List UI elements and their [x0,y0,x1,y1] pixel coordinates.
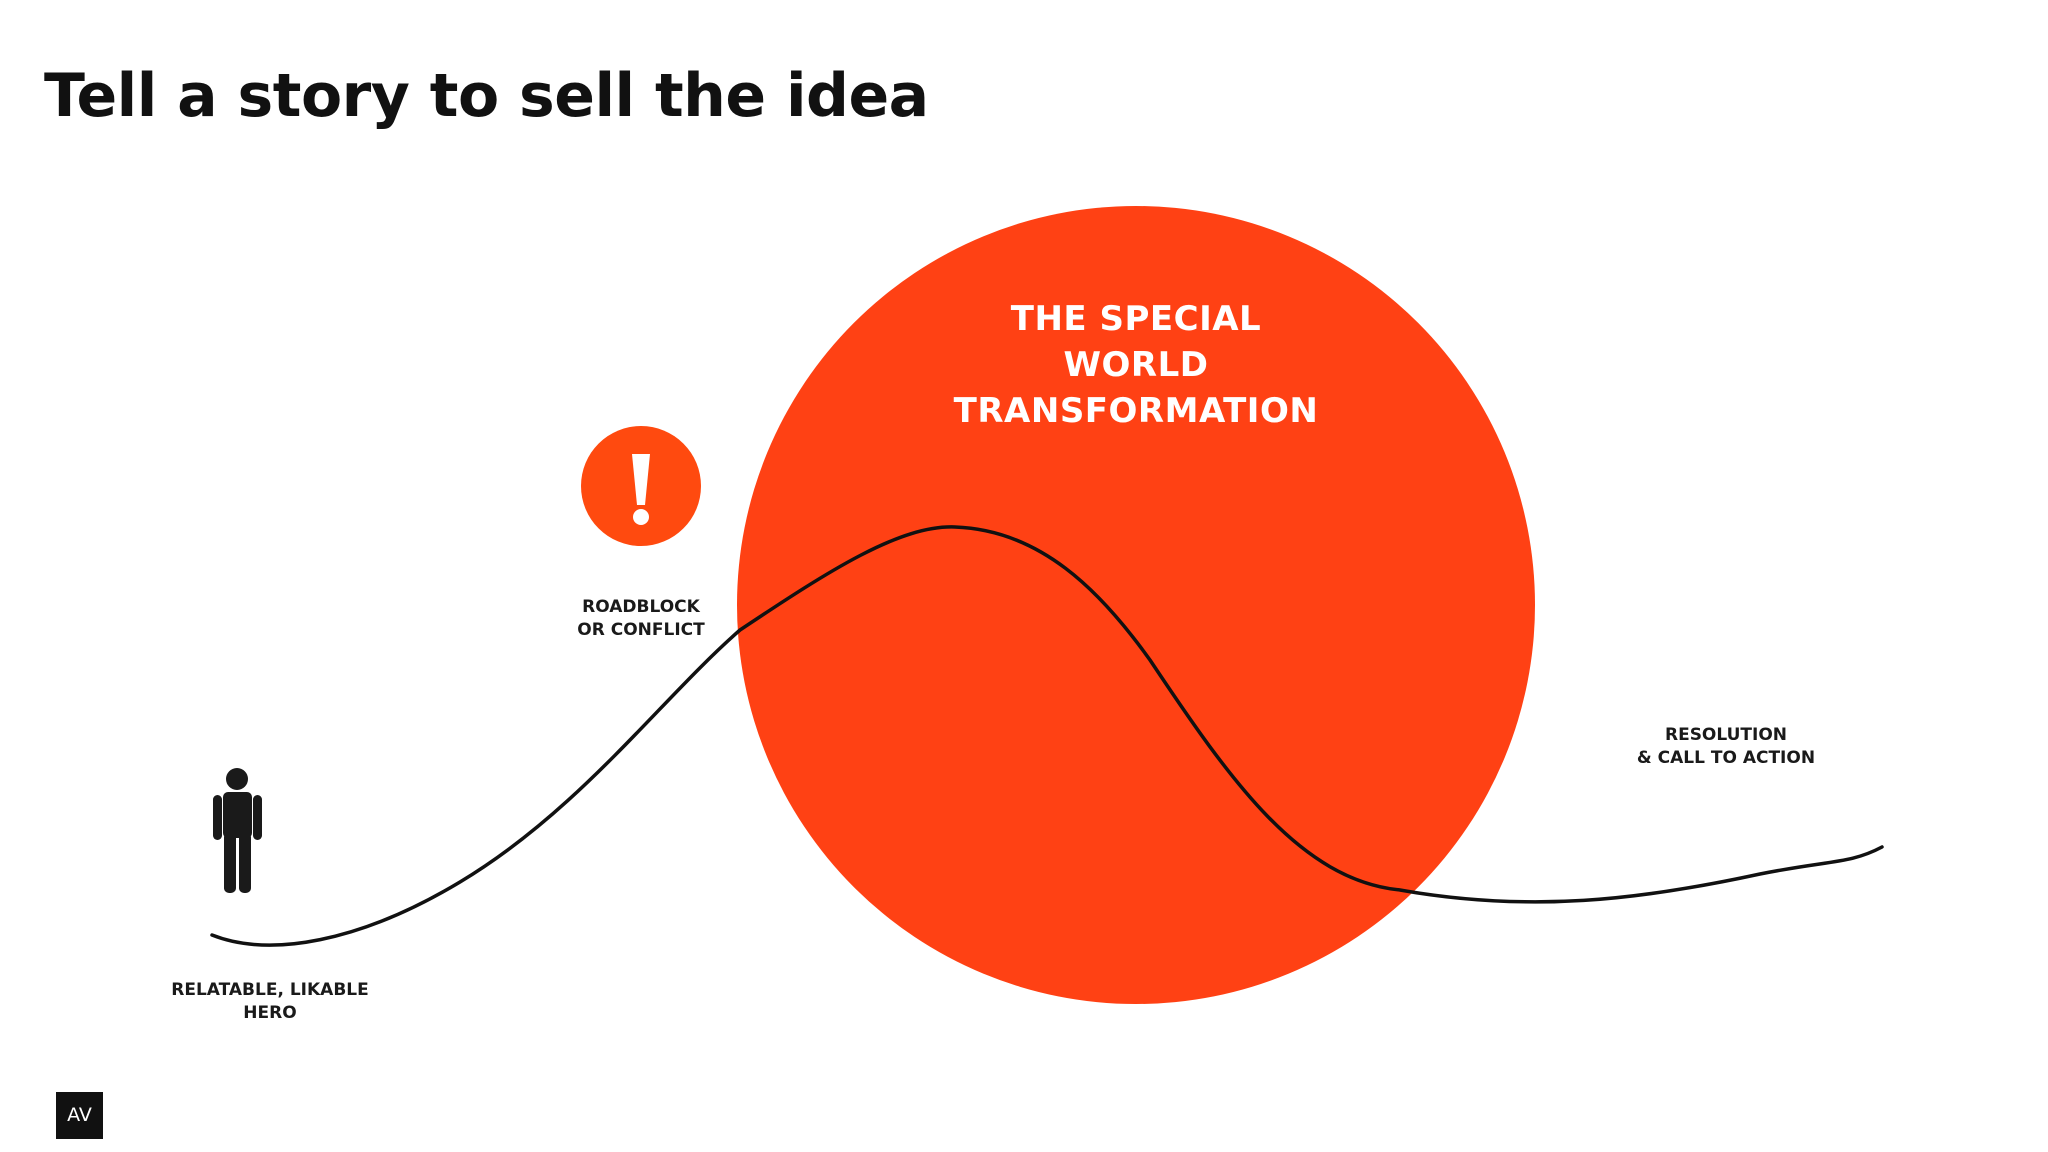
roadblock-label: ROADBLOCK OR CONFLICT [541,596,741,642]
special-world-circle [737,206,1535,1004]
resolution-label-line: RESOLUTION [1664,725,1788,745]
roadblock-label-line: OR CONFLICT [577,620,705,640]
hero-label-line: RELATABLE, LIKABLE [171,980,369,1000]
av-logo: AV [56,1092,103,1139]
special-world-label-line: WORLD [1063,345,1209,385]
story-arc-line [210,525,1884,947]
roadblock-label-line: ROADBLOCK [582,597,700,617]
special-world-label-line: TRANSFORMATION [953,391,1319,431]
resolution-label: RESOLUTION & CALL TO ACTION [1616,724,1836,770]
person-icon [213,768,262,893]
slide-title: Tell a story to sell the idea [44,61,929,131]
hero-label-line: HERO [243,1003,297,1023]
resolution-label-line: & CALL TO ACTION [1636,748,1816,768]
special-world-label: THE SPECIAL WORLD TRANSFORMATION [936,296,1336,434]
exclamation-icon [581,426,701,546]
hero-label: RELATABLE, LIKABLE HERO [150,979,390,1025]
special-world-label-line: THE SPECIAL [1010,299,1262,339]
